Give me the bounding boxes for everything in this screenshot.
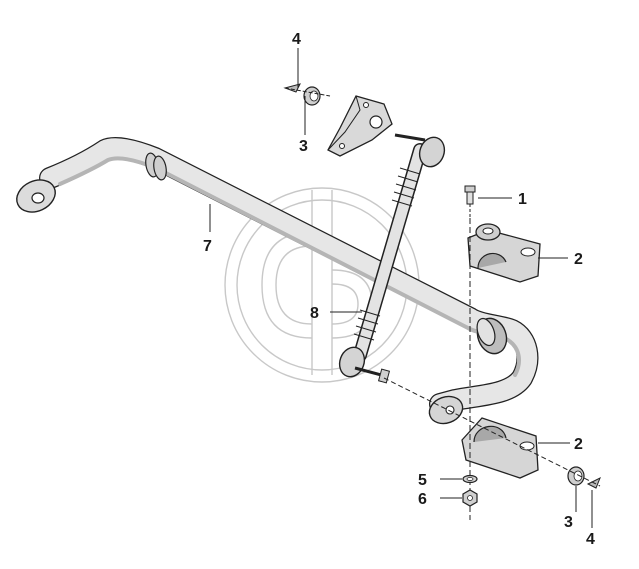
leader-lines [209,48,593,528]
washer [462,474,478,484]
callout-labels: 4 3 7 8 1 2 2 5 6 3 4 [203,31,595,548]
callout-3-lower: 3 [564,514,573,531]
callout-8: 8 [310,305,319,322]
mounting-bracket [327,95,393,157]
link-rod [338,133,446,384]
clamp-upper [467,223,541,283]
callout-2-lower: 2 [574,436,583,453]
callout-7: 7 [203,238,212,255]
callout-4-upper: 4 [292,31,301,48]
castle-nut-lower [567,466,585,486]
callout-1: 1 [518,191,527,208]
nut [462,489,478,507]
castle-nut-upper [303,86,321,106]
callout-6: 6 [418,491,427,508]
callout-4-lower: 4 [586,531,595,548]
stabilizer-bar [16,137,539,425]
bolt [464,185,476,218]
callout-3-upper: 3 [299,138,308,155]
cotter-pin-lower [383,377,601,489]
callout-5: 5 [418,472,427,489]
callout-2-upper: 2 [574,251,583,268]
clamp-lower [461,417,539,479]
